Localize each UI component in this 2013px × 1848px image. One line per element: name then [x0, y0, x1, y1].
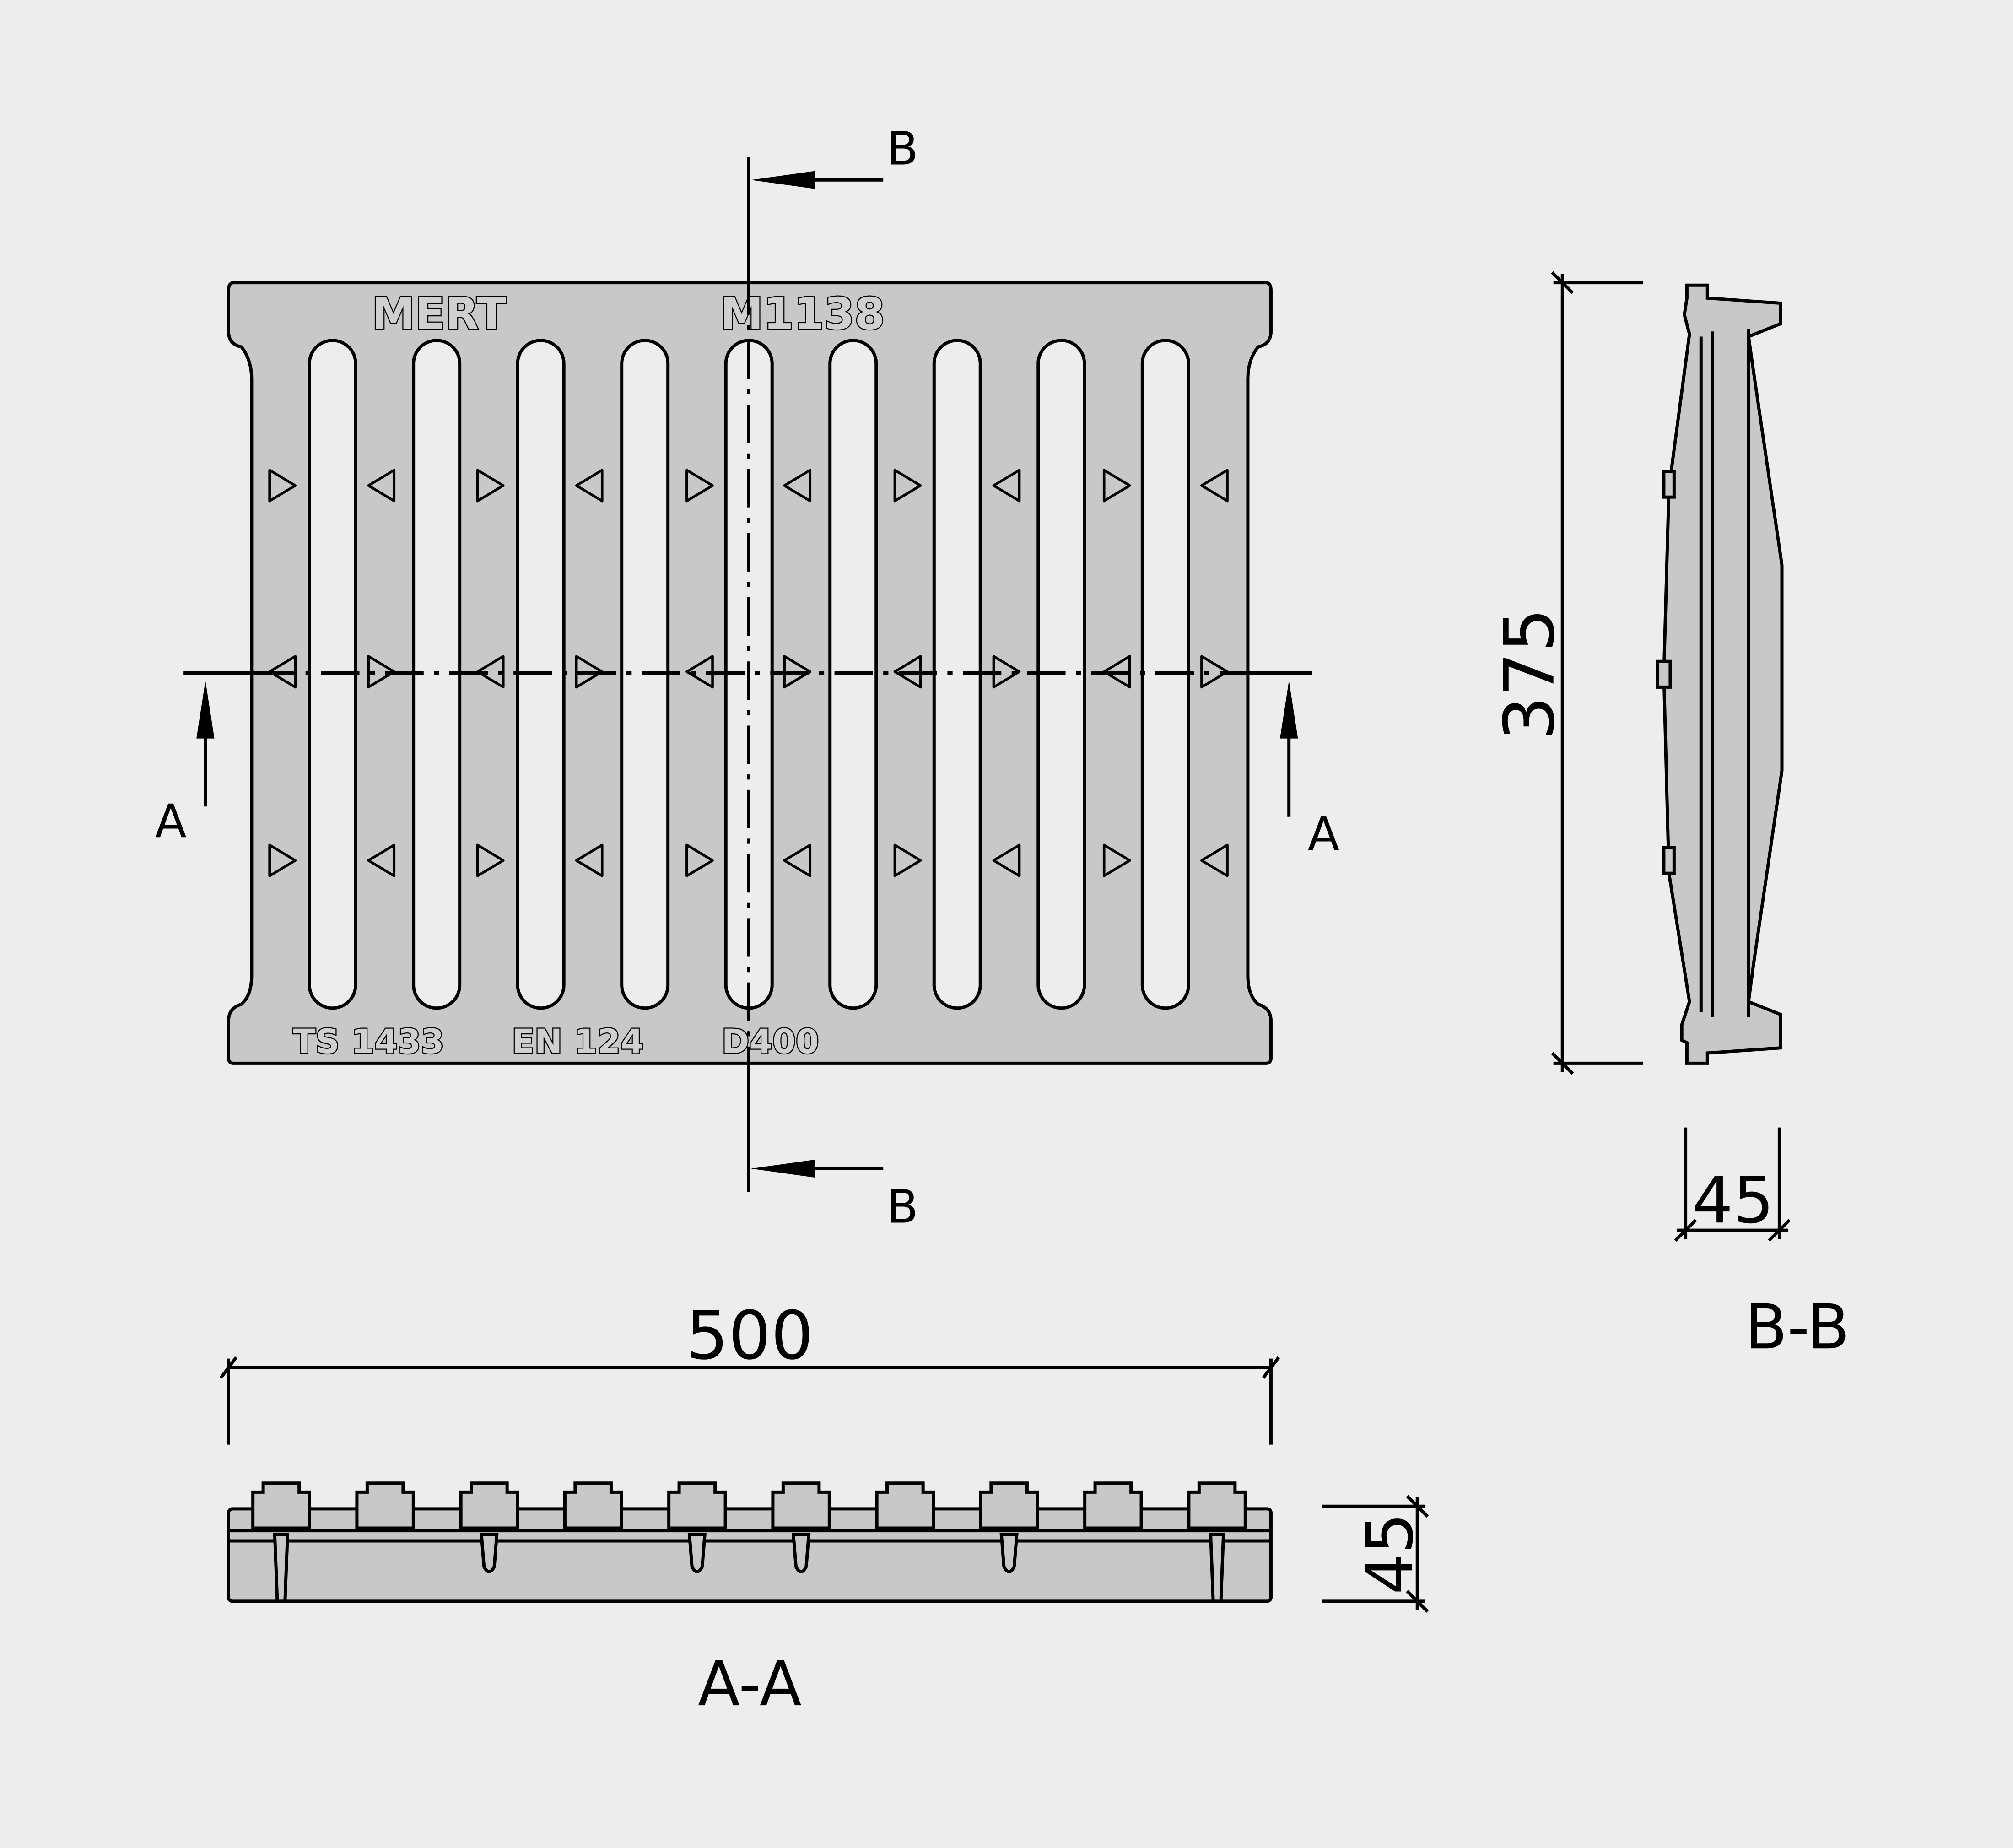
triangle-right-icon [367, 655, 396, 689]
triangle-left-icon [783, 469, 812, 503]
triangle-right-icon [1102, 469, 1131, 503]
arrow-left-icon [751, 1159, 815, 1178]
section-aa-view [227, 1481, 1273, 1603]
section-marker-a-right: A [1308, 807, 1339, 861]
triangle-right-icon [476, 843, 505, 877]
arrow-up-icon [196, 681, 215, 739]
bar-tooth [771, 1481, 831, 1530]
section-bb-view [1656, 283, 1784, 1065]
arrow-up-icon [1280, 681, 1298, 739]
model-embossing: M1138 [720, 289, 885, 340]
rib-drip [480, 1533, 499, 1573]
standard-ts-embossing: TS 1433 [293, 1022, 444, 1061]
brand-embossing: MERT [372, 289, 506, 340]
standard-en-embossing: EN 124 [512, 1022, 644, 1061]
section-aa-label: A-A [698, 1648, 802, 1720]
triangle-left-icon [1200, 843, 1229, 877]
triangle-left-icon [575, 469, 604, 503]
bar-tooth [979, 1481, 1039, 1530]
bar-tooth [355, 1481, 415, 1530]
triangle-right-icon [1102, 843, 1131, 877]
triangle-right-icon [1200, 655, 1229, 689]
bar-tooth [459, 1481, 519, 1530]
rib-drip [999, 1533, 1019, 1573]
triangle-left-icon [1200, 469, 1229, 503]
bar-tooth [563, 1481, 623, 1530]
section-line-b: B B [747, 122, 918, 1233]
section-marker-a-left: A [155, 794, 187, 848]
plan-view: MERT M1138 TS 1433 EN 124 D400 A A B [155, 122, 1339, 1234]
dimension-width: 500 [219, 1297, 1280, 1445]
bar-tooth [251, 1481, 311, 1530]
section-bb-label: B-B [1745, 1291, 1850, 1363]
dimension-height-bb-value: 45 [1692, 1163, 1774, 1238]
section-line-a: A A [155, 671, 1339, 861]
dimension-length: 375 [1489, 271, 1644, 1075]
direction-triangles [268, 469, 1229, 877]
triangle-left-icon [575, 843, 604, 877]
triangle-left-icon [783, 843, 812, 877]
dimension-width-value: 500 [686, 1297, 813, 1375]
triangle-right-icon [575, 655, 604, 689]
triangle-left-icon [367, 469, 396, 503]
triangle-left-icon [367, 843, 396, 877]
arrow-left-icon [751, 171, 815, 189]
dimension-length-value: 375 [1489, 608, 1570, 740]
support-leg [1209, 1533, 1225, 1603]
triangle-right-icon [685, 843, 714, 877]
triangle-right-icon [268, 843, 297, 877]
triangle-left-icon [992, 469, 1021, 503]
bar-tooth [667, 1481, 727, 1530]
dimension-height-bb: 45 [1674, 1127, 1791, 1242]
triangle-right-icon [893, 843, 922, 877]
bar-tooth [1083, 1481, 1143, 1530]
triangle-right-icon [268, 469, 297, 503]
triangle-right-icon [476, 469, 505, 503]
section-marker-b-bottom: B [887, 1179, 918, 1233]
support-leg [273, 1533, 290, 1603]
dimension-height-aa: 45 [1322, 1495, 1429, 1613]
dimension-height-aa-value: 45 [1353, 1513, 1428, 1594]
section-marker-b-top: B [887, 122, 918, 176]
bar-tooth [875, 1481, 935, 1530]
rib-drip [687, 1533, 707, 1573]
load-class-embossing: D400 [722, 1022, 819, 1061]
triangle-left-icon [992, 843, 1021, 877]
triangle-right-icon [893, 469, 922, 503]
triangle-right-icon [685, 469, 714, 503]
rib-drip [791, 1533, 811, 1573]
bar-tooth [1187, 1481, 1247, 1530]
